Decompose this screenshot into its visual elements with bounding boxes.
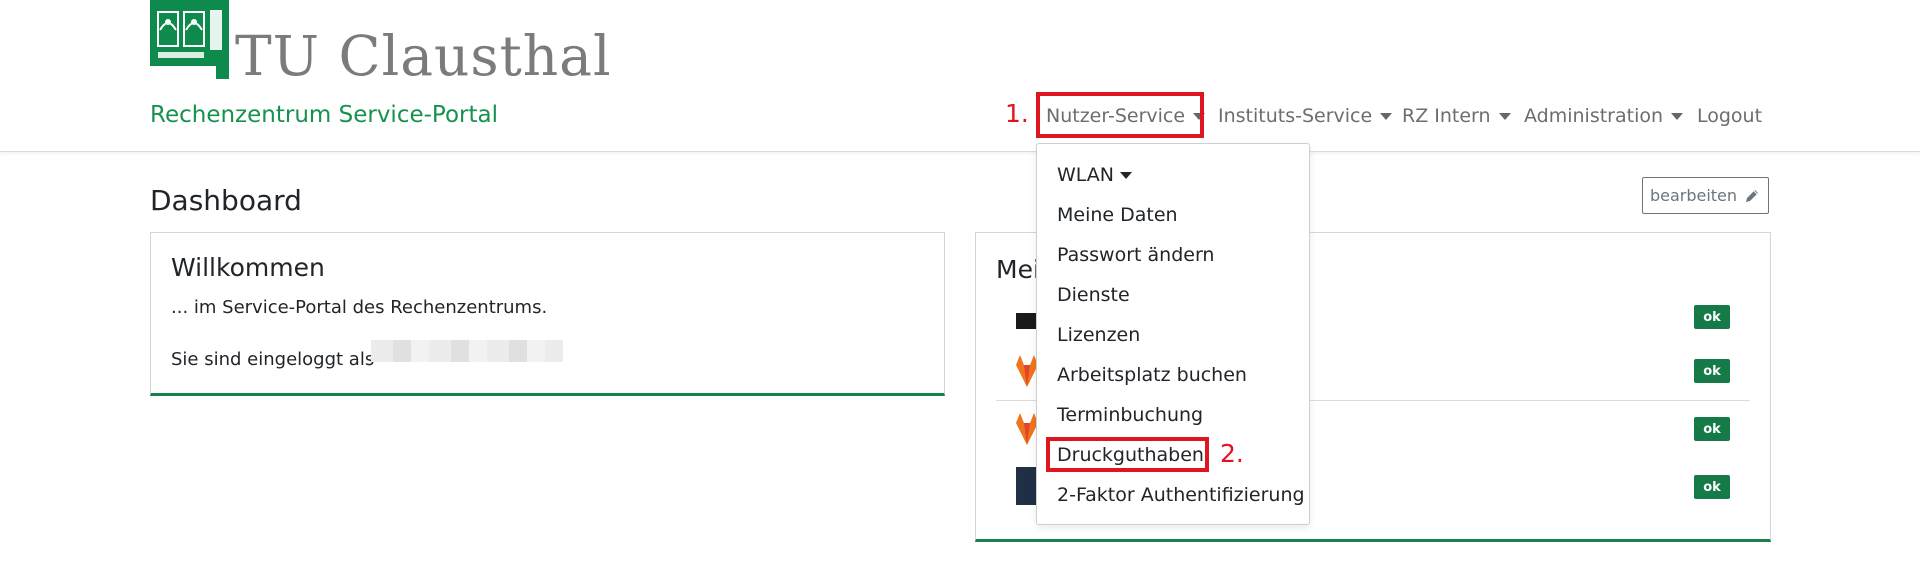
nav-administration-label: Administration xyxy=(1524,105,1664,127)
cloud-service-icon xyxy=(1016,467,1038,505)
menu-item-wlan-label: WLAN xyxy=(1057,164,1115,186)
row-divider xyxy=(996,400,1750,401)
page-title: Dashboard xyxy=(150,184,302,217)
logged-in-label: Sie sind eingeloggt als xyxy=(171,349,375,370)
annotation-step-2: 2. xyxy=(1220,439,1244,468)
chevron-down-icon xyxy=(1498,113,1511,120)
mattermost-icon xyxy=(1016,313,1038,329)
highlight-box-nutzer-service xyxy=(1036,92,1204,138)
chevron-down-icon xyxy=(1193,113,1206,120)
gitlab-icon xyxy=(1016,413,1038,445)
menu-item-druckguthaben[interactable]: Druckguthaben xyxy=(1057,444,1204,466)
chevron-down-icon xyxy=(1671,113,1684,120)
nav-rz-intern-label: RZ Intern xyxy=(1402,105,1491,127)
nav-instituts-service-label: Instituts-Service xyxy=(1218,105,1373,127)
menu-item-lizenzen[interactable]: Lizenzen xyxy=(1057,324,1141,346)
welcome-text: ... im Service-Portal des Rechenzentrums… xyxy=(171,297,548,318)
nav-nutzer-service-label: Nutzer-Service xyxy=(1046,105,1186,127)
welcome-card-title: Willkommen xyxy=(171,253,325,282)
nutzer-service-dropdown: WLAN Meine Daten Passwort ändern Dienste… xyxy=(1036,143,1310,525)
menu-item-meine-daten[interactable]: Meine Daten xyxy=(1057,204,1178,226)
nav-nutzer-service[interactable]: Nutzer-Service xyxy=(1046,105,1206,131)
status-badge: ok xyxy=(1694,475,1730,499)
menu-item-passwort-aendern[interactable]: Passwort ändern xyxy=(1057,244,1215,266)
services-card-title: Mei xyxy=(996,255,1040,284)
highlight-box-druckguthaben xyxy=(1046,437,1209,472)
nav-logout[interactable]: Logout xyxy=(1697,105,1762,131)
menu-item-arbeitsplatz-buchen[interactable]: Arbeitsplatz buchen xyxy=(1057,364,1247,386)
username-redacted xyxy=(371,340,563,362)
nav-logout-label: Logout xyxy=(1697,105,1763,127)
menu-item-terminbuchung[interactable]: Terminbuchung xyxy=(1057,404,1204,426)
nav-instituts-service[interactable]: Instituts-Service xyxy=(1218,105,1393,131)
nav-rz-intern[interactable]: RZ Intern xyxy=(1402,105,1511,131)
logo-text: TU Clausthal xyxy=(235,24,612,88)
site-header: TU Clausthal Rechenzentrum Service-Porta… xyxy=(0,0,1920,152)
menu-item-dienste[interactable]: Dienste xyxy=(1057,284,1130,306)
status-badge: ok xyxy=(1694,305,1730,329)
menu-item-2fa[interactable]: 2-Faktor Authentifizierung xyxy=(1057,484,1305,506)
status-badge: ok xyxy=(1694,359,1730,383)
menu-item-wlan[interactable]: WLAN xyxy=(1057,164,1133,186)
tu-clausthal-logo-icon[interactable] xyxy=(150,0,229,79)
welcome-card: Willkommen ... im Service-Portal des Rec… xyxy=(150,232,945,396)
annotation-step-1: 1. xyxy=(1005,99,1029,128)
status-badge: ok xyxy=(1694,417,1730,441)
caret-down-icon xyxy=(1120,172,1133,179)
gitlab-icon xyxy=(1016,355,1038,387)
pencil-icon xyxy=(1746,189,1759,202)
edit-button[interactable]: bearbeiten xyxy=(1642,177,1769,214)
portal-title[interactable]: Rechenzentrum Service-Portal xyxy=(150,102,498,128)
nav-administration[interactable]: Administration xyxy=(1524,105,1684,131)
chevron-down-icon xyxy=(1380,113,1393,120)
edit-button-label: bearbeiten xyxy=(1649,186,1738,205)
